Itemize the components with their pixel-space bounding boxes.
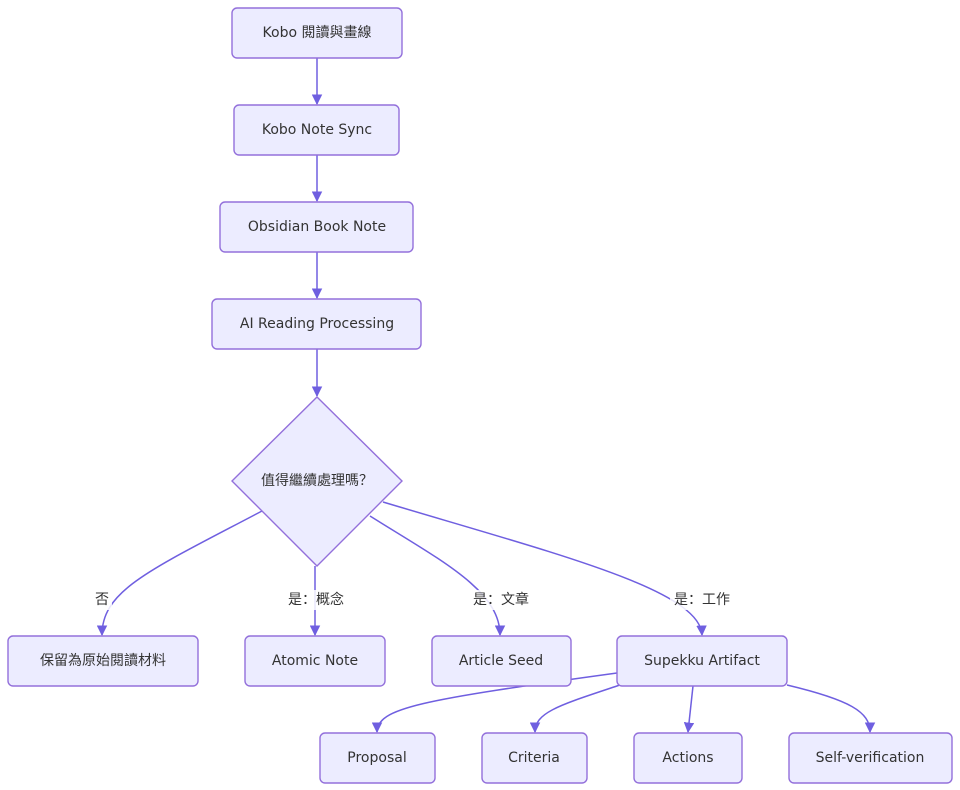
node-ai-label: AI Reading Processing (240, 316, 394, 332)
edge-label-no: 否 (95, 592, 109, 608)
node-obsidian[interactable]: Obsidian Book Note (219, 201, 414, 253)
node-actions-label: Actions (662, 750, 713, 766)
edge-labels: 否 是：概念 是：文章 是：工作 (92, 590, 734, 610)
edge-label-article: 是：文章 (473, 591, 529, 608)
node-decision[interactable]: 值得繼續處理嗎？ (231, 396, 403, 567)
node-decision-label: 值得繼續處理嗎？ (261, 472, 373, 489)
node-kobo-label: Kobo 閱讀與畫線 (263, 25, 372, 41)
node-sync[interactable]: Kobo Note Sync (233, 104, 400, 156)
edge-supekku-to-selfverify (786, 684, 876, 734)
edge-supekku-to-criteria (529, 684, 621, 734)
node-criteria[interactable]: Criteria (481, 732, 588, 784)
node-keep-label: 保留為原始閱讀材料 (40, 653, 166, 669)
node-selfverify[interactable]: Self-verification (788, 732, 953, 784)
node-supekku[interactable]: Supekku Artifact (616, 635, 788, 687)
edge-label-concept: 是：概念 (288, 591, 344, 608)
edge-decision-to-supekku (382, 501, 707, 637)
node-proposal-label: Proposal (347, 750, 406, 766)
node-seed[interactable]: Article Seed (431, 635, 572, 687)
node-actions[interactable]: Actions (633, 732, 743, 784)
edge-decision-to-keep (96, 510, 263, 637)
edge-label-work: 是：工作 (674, 592, 730, 608)
node-kobo[interactable]: Kobo 閱讀與畫線 (231, 7, 403, 59)
node-atomic[interactable]: Atomic Note (244, 635, 386, 687)
node-proposal[interactable]: Proposal (319, 732, 436, 784)
node-supekku-label: Supekku Artifact (644, 653, 760, 669)
node-selfverify-label: Self-verification (816, 750, 925, 766)
node-obsidian-label: Obsidian Book Note (248, 219, 386, 235)
node-seed-label: Article Seed (459, 653, 543, 669)
node-criteria-label: Criteria (508, 750, 560, 766)
edges (96, 58, 876, 734)
edge-decision-to-seed (369, 515, 506, 637)
node-ai[interactable]: AI Reading Processing (211, 298, 422, 350)
node-atomic-label: Atomic Note (272, 653, 358, 669)
node-keep[interactable]: 保留為原始閱讀材料 (7, 635, 199, 687)
edge-supekku-to-actions (683, 685, 695, 734)
node-sync-label: Kobo Note Sync (262, 122, 372, 138)
